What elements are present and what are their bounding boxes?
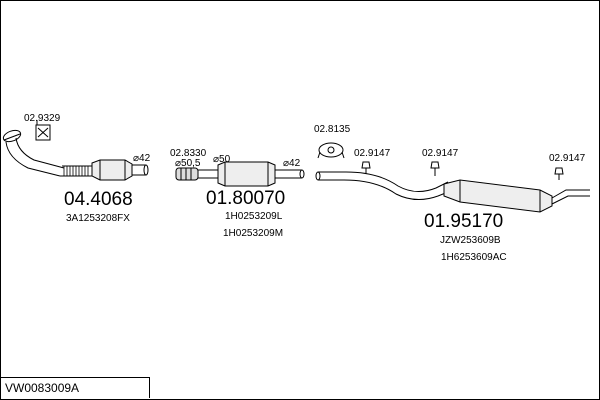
diameter-label-clamp: ⌀50,5 [175,158,201,169]
part-number-3: 01.95170 [424,211,503,232]
rear-silencer [315,171,590,213]
hanger-label-2: 02.9147 [422,148,459,159]
clamp-label: 02.8330 [170,148,207,159]
part-ref-3b: 1H6253609AC [441,252,507,263]
ring-label: 02.8135 [314,124,351,135]
hanger-3 [554,167,564,180]
hanger-2 [430,161,440,176]
part-ref-1a: 3A1253208FX [66,213,130,224]
part-ref-2b: 1H0253209M [223,228,283,239]
diagram-code: VW0083009A [0,377,150,398]
hanger-label-1: 02.9147 [354,148,391,159]
diameter-label-1: ⌀42 [133,153,151,164]
part-number-1: 04.4068 [64,189,133,210]
rubber-ring-part [317,142,345,159]
part-ref-3a: JZW253609B [440,235,501,246]
diameter-label-2: ⌀50 [213,154,231,165]
middle-pipe [175,161,305,187]
gasket-label: 02.9329 [24,113,61,124]
front-pipe-catalyst [2,129,149,181]
hanger-label-3: 02.9147 [549,153,586,164]
part-number-2: 01.80070 [206,188,285,209]
diameter-label-3: ⌀42 [283,158,301,169]
part-ref-2a: 1H0253209L [225,211,283,222]
gasket-part [35,120,51,141]
hanger-1 [361,161,371,174]
